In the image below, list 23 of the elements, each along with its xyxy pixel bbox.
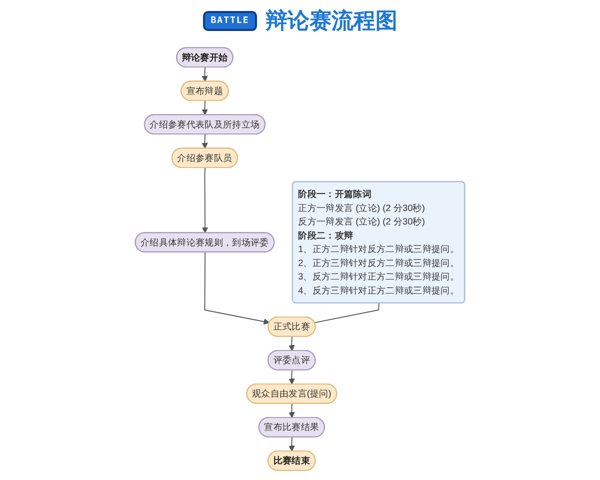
arrow bbox=[288, 403, 295, 418]
process-pill: 观众自由发言(提问) bbox=[246, 383, 338, 404]
connector-line bbox=[314, 302, 380, 324]
arrow bbox=[288, 370, 295, 385]
process-pill: 介绍具体辩论赛规则，到场评委 bbox=[134, 232, 275, 252]
arrow bbox=[202, 66, 208, 82]
badge-label: BATTLE bbox=[202, 11, 258, 31]
process-pill: 介绍参赛代表队及所持立场 bbox=[144, 114, 266, 135]
diagram-title: 辩论赛流程图 bbox=[265, 7, 398, 35]
process-pill: 评委点评 bbox=[268, 350, 316, 370]
process-pill: 宣布比赛结果 bbox=[258, 416, 325, 438]
process-pill: 辩论赛开始 bbox=[176, 47, 234, 68]
arrow bbox=[204, 252, 270, 325]
process-pill: 比赛结束 bbox=[268, 450, 316, 471]
arrow bbox=[202, 100, 208, 116]
text-panel: 阶段一：开篇陈词 正方一辩发言 (立论) (2 分30秒) 反方一辩发言 (立论) (2 分30秒) 阶段二：攻辩 1、正方二辩针对反方二辩或三辩提问。 2、正方三辩针对反方二辩或三辩提问。 3、反方二辩针对正方二辩或三辩提问。 4、反方三辩针对正方二辩或三辩提问。 bbox=[292, 181, 466, 304]
process-pill: 正式比赛 bbox=[268, 316, 316, 337]
arrow bbox=[288, 436, 295, 452]
process-pill: 宣布辩题 bbox=[180, 80, 229, 102]
arrow bbox=[202, 134, 208, 149]
arrow bbox=[202, 167, 208, 234]
arrow bbox=[288, 336, 295, 352]
process-pill: 介绍参赛队员 bbox=[171, 148, 238, 168]
